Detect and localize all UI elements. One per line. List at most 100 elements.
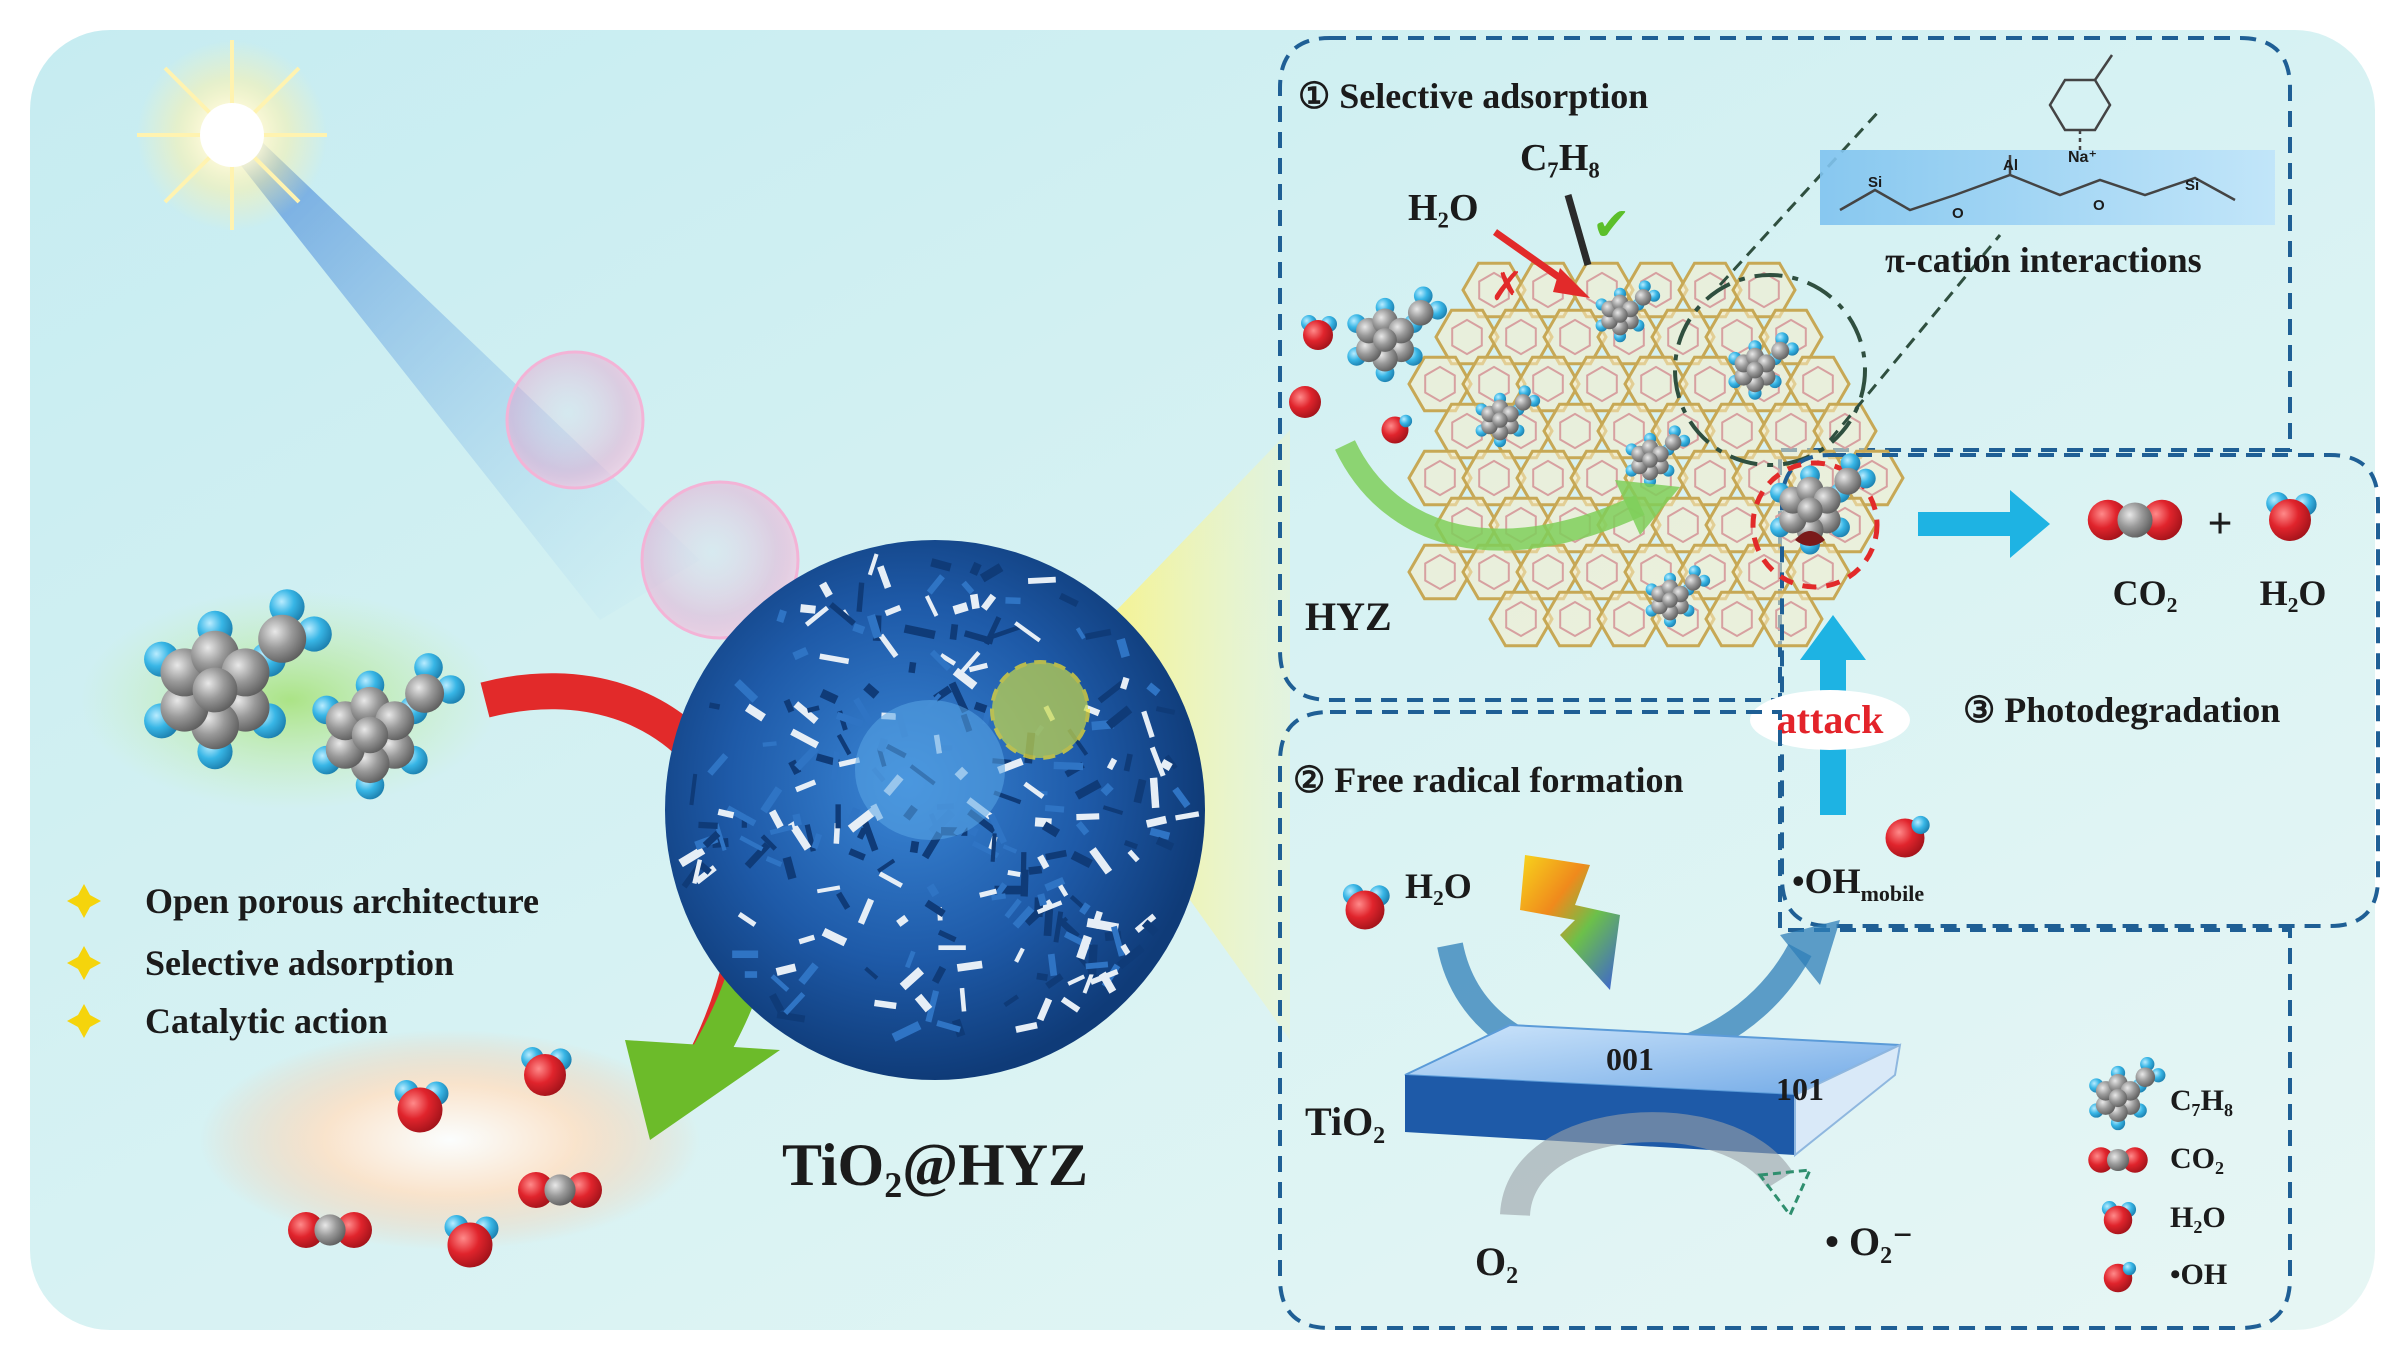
tio2-nanosheet [835, 711, 864, 728]
zeolite-cage [1704, 590, 1770, 648]
o-atom [288, 1212, 324, 1248]
tio2-nanosheet [1172, 786, 1191, 809]
tio2-nanosheet [994, 885, 1022, 895]
tio2-nanosheet [937, 929, 957, 943]
tio2-nanosheet [1106, 757, 1118, 771]
tio2-nanosheet [1079, 902, 1091, 915]
c-atom [1664, 434, 1682, 451]
feature-label: Selective adsorption [145, 943, 454, 983]
tio2-nanosheet [1111, 925, 1125, 957]
tio2-nanosheet [1070, 850, 1093, 869]
tio2-nanosheet [861, 819, 879, 852]
c-atom [2117, 502, 2153, 538]
tio2-nanosheet [848, 848, 866, 861]
tio2-nanosheet [1044, 804, 1065, 813]
tio2-nanosheet [1036, 900, 1063, 915]
tio2-nanosheet [1141, 710, 1155, 738]
tio2-nanosheet [874, 999, 897, 1010]
tio2-nanosheet [821, 927, 848, 947]
tio2-nanosheet [1123, 839, 1138, 850]
adsorption-arrow [1335, 440, 1645, 551]
tio2-nanosheet [829, 602, 856, 626]
tio2-nanosheet [1097, 680, 1125, 704]
tio2-nanosheet [702, 830, 721, 848]
reactant-toluene-molecules [144, 589, 465, 800]
tio2-nanosheet [963, 630, 994, 645]
tio2-nanosheet [1020, 869, 1029, 897]
legend-item: H₂O [2101, 1201, 2226, 1235]
oh-mobile-molecule [1885, 815, 1930, 858]
blocked-cross-icon: ✗ [1490, 265, 1524, 309]
legend-label: •OH [2170, 1258, 2227, 1291]
tio2-nanosheet [903, 624, 936, 640]
tio2-nanosheet [707, 753, 729, 776]
tio2-nanosheet [1060, 996, 1081, 1013]
c-atom [1771, 341, 1790, 360]
tio2-nanosheet [793, 701, 819, 724]
o-atom [566, 1172, 602, 1208]
o-atom [524, 1054, 566, 1096]
star-icon [67, 1004, 101, 1038]
tio2-nanosheet [979, 888, 998, 898]
na-label: Na⁺ [2068, 149, 2097, 166]
radical-bite [1795, 531, 1825, 546]
tio2-nanosheet [1037, 854, 1050, 870]
tio2-nanosheet [1043, 907, 1054, 937]
tio2-nanosheet [891, 1021, 922, 1042]
tio2-nanosheet [726, 805, 757, 827]
c7h8-arrow [1564, 194, 1592, 266]
water-reactant [1342, 884, 1390, 930]
tio2-nanosheet [1133, 778, 1147, 804]
zeolite-cage [1488, 590, 1554, 648]
tio2-nanosheet [1045, 849, 1067, 861]
tio2-nanosheet [737, 912, 757, 927]
o-atom [397, 1087, 443, 1133]
tio2-nanosheet [1002, 844, 1018, 854]
c-atom [1373, 328, 1397, 352]
c-atom [1492, 412, 1508, 428]
legend-item: C₇H₈ [2089, 1057, 2233, 1131]
o-atom [447, 1222, 493, 1268]
tio2-nanosheet [1023, 781, 1045, 799]
tio2-hyz-sphere [665, 540, 1205, 1080]
tio2-nanosheet [1015, 1021, 1038, 1033]
legend-item: CO₂ [2088, 1142, 2224, 1175]
h-atom [2122, 1261, 2137, 1276]
c-atom [2106, 1148, 2130, 1172]
tio2-nanosheet [744, 703, 766, 722]
star-icon [67, 884, 101, 918]
c-atom [1514, 394, 1532, 411]
h2o-molecule-icon [2101, 1201, 2137, 1235]
panel-selective-adsorption [1278, 36, 2292, 702]
tio2-nanosheet [929, 649, 952, 672]
feature-list: Open porous architecture Selective adsor… [67, 881, 539, 1041]
feature-item: Open porous architecture [67, 881, 539, 921]
tio2-nanosheet [1164, 754, 1178, 770]
panel-title-radical: ② Free radical formation [1293, 760, 1684, 800]
o-atom [1345, 890, 1385, 930]
zeolite-cage [1758, 590, 1824, 648]
tio2-nanosheet [924, 899, 946, 918]
tio2-nanosheet [924, 595, 939, 617]
lens-bubble [505, 350, 645, 490]
tio2-nanosheet [969, 593, 980, 610]
zoom-spot [990, 660, 1090, 760]
tio2-nanosheet [744, 842, 771, 869]
tio2-nanosheet [1027, 576, 1056, 584]
tio2-nanosheet [914, 993, 933, 1013]
feature-item: Catalytic action [67, 1001, 388, 1041]
tio2-nanosheet [1044, 877, 1066, 892]
tio2-nanosheet [770, 974, 790, 992]
feature-item: Selective adsorption [67, 943, 454, 983]
tio2-nanosheet [925, 990, 940, 1023]
tio2-nanosheet [896, 914, 909, 927]
tio2-nanosheet [1086, 918, 1119, 933]
tio2-nanosheet [1102, 805, 1124, 816]
tio2-nanosheet [760, 834, 778, 851]
tio2-nanosheet [1067, 974, 1086, 986]
tio2-nanosheet [1149, 746, 1166, 777]
tio2-nanosheet [1098, 971, 1117, 994]
tio2-nanosheet [1076, 934, 1092, 960]
tio2-nanosheet [739, 835, 764, 852]
tio2-nanosheet [835, 804, 841, 829]
